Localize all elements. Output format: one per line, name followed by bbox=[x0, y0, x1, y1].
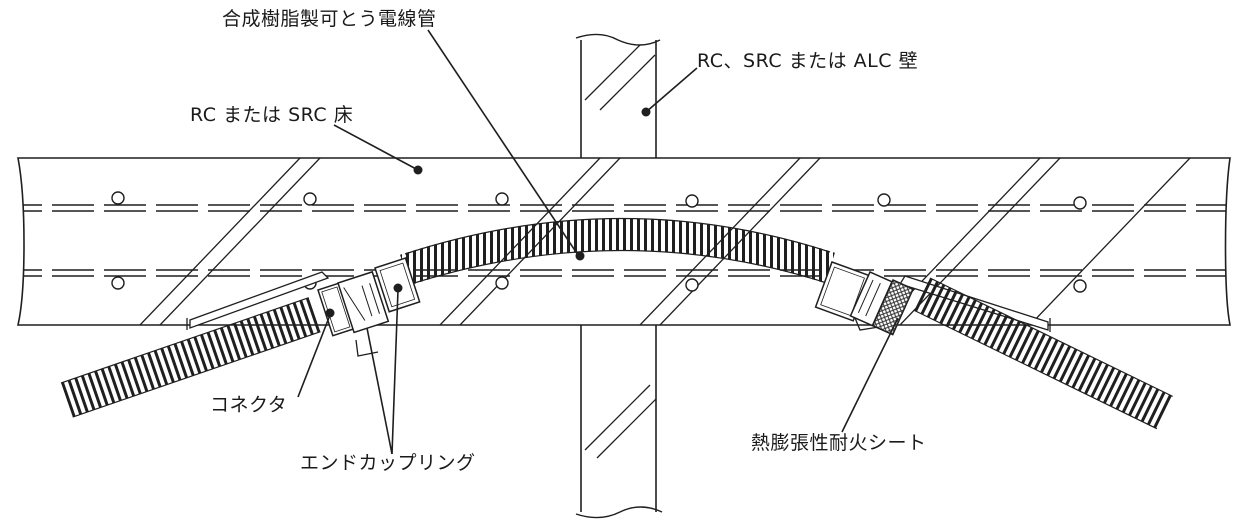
label-conduit: 合成樹脂製可とう電線管 bbox=[222, 8, 437, 30]
leader-dots bbox=[325, 107, 651, 318]
leader-lines bbox=[297, 29, 899, 455]
end-coupling-left bbox=[337, 270, 390, 334]
label-end-coupling: エンドカップリング bbox=[300, 452, 476, 474]
wall bbox=[575, 33, 663, 519]
left-sleeve bbox=[186, 271, 330, 330]
label-floor: RC または SRC 床 bbox=[190, 104, 354, 126]
rebar-circles bbox=[111, 191, 1087, 293]
label-fire-sheet: 熱膨張性耐火シート bbox=[751, 432, 927, 454]
label-connector: コネクタ bbox=[210, 394, 288, 416]
conduit-central bbox=[400, 218, 835, 286]
label-wall: RC、SRC または ALC 壁 bbox=[697, 50, 919, 72]
fire-resistant-sheet bbox=[871, 279, 915, 336]
conduit-right bbox=[913, 277, 1173, 430]
conduit-left bbox=[60, 297, 321, 418]
